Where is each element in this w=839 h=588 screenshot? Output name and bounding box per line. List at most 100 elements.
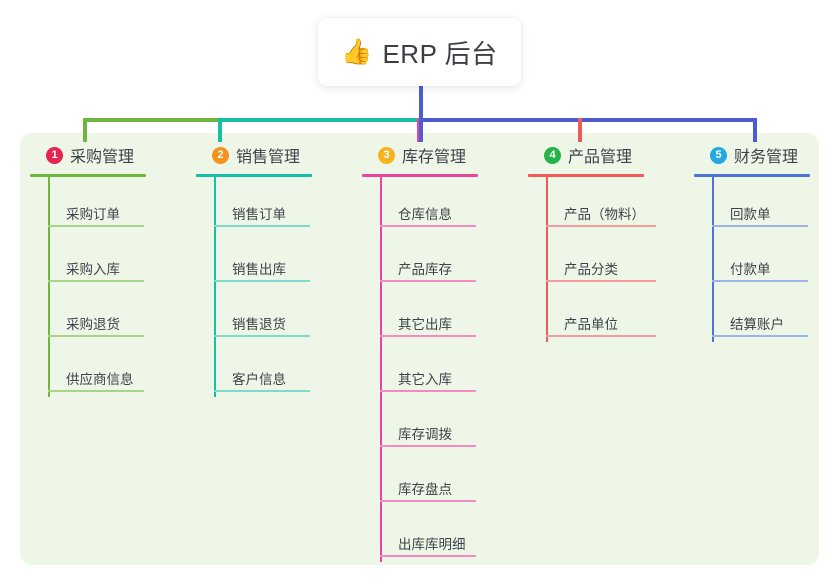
module-item-label: 供应商信息	[66, 372, 134, 387]
module-item-label: 付款单	[730, 262, 771, 277]
module-number-badge: 4	[544, 146, 561, 164]
module-item-label: 仓库信息	[398, 207, 452, 222]
module-header-underline	[528, 174, 644, 177]
module-item[interactable]: 库存盘点	[362, 452, 478, 507]
module-item-label: 其它入库	[398, 372, 452, 387]
module-title: 财务管理	[734, 149, 799, 166]
module-header-underline	[694, 174, 810, 177]
module-item-label: 其它出库	[398, 317, 452, 332]
module-item[interactable]: 销售退货	[196, 287, 312, 342]
module-item-underline	[712, 335, 808, 337]
module-item[interactable]: 供应商信息	[30, 342, 146, 397]
module-item[interactable]: 其它入库	[362, 342, 478, 397]
module-number-badge: 2	[212, 146, 229, 164]
module-header-5[interactable]: 5 财务管理	[694, 142, 810, 168]
page-title: ERP 后台	[382, 38, 498, 69]
module-item-label: 产品（物料）	[564, 207, 645, 222]
thumbs-up-icon: 👍	[341, 37, 373, 66]
diagram-title-card[interactable]: 👍 ERP 后台	[318, 18, 521, 86]
module-item-label: 采购订单	[66, 207, 120, 222]
module-column-5: 5 财务管理回款单付款单结算账户	[694, 142, 810, 342]
module-column-4: 4 产品管理产品（物料） 产品分类产品单位	[528, 142, 656, 342]
module-item-underline	[214, 280, 310, 282]
module-item-underline	[712, 225, 808, 227]
module-header-4[interactable]: 4 产品管理	[528, 142, 644, 168]
module-item-list: 产品（物料） 产品分类产品单位	[528, 177, 656, 342]
module-item[interactable]: 销售出库	[196, 232, 312, 287]
connector-drop-2	[218, 118, 222, 142]
module-item-underline	[48, 225, 144, 227]
connector-drop-1	[83, 118, 87, 142]
module-header-underline	[362, 174, 478, 177]
module-item[interactable]: 销售订单	[196, 177, 312, 232]
module-column-3: 3 库存管理仓库信息产品库存其它出库其它入库库存调拨库存盘点出库库明细	[362, 142, 478, 562]
diagram-panel	[20, 133, 819, 565]
module-item[interactable]: 采购入库	[30, 232, 146, 287]
trunk-connector	[419, 86, 423, 142]
module-number-badge: 1	[46, 146, 63, 164]
module-item-underline	[380, 500, 476, 502]
connector-hbar-1	[83, 118, 220, 122]
module-title: 产品管理	[568, 149, 633, 166]
module-item[interactable]: 回款单	[694, 177, 810, 232]
module-header-underline	[196, 174, 312, 177]
module-item-underline	[712, 280, 808, 282]
module-item-underline	[214, 390, 310, 392]
module-item[interactable]: 采购订单	[30, 177, 146, 232]
module-item[interactable]: 出库库明细	[362, 507, 478, 562]
module-item-label: 库存盘点	[398, 482, 452, 497]
module-spine-line	[48, 177, 50, 397]
module-item[interactable]: 采购退货	[30, 287, 146, 342]
module-item[interactable]: 产品单位	[528, 287, 656, 342]
connector-drop-5	[753, 118, 757, 142]
module-spine-line	[712, 177, 714, 342]
module-item[interactable]: 其它出库	[362, 287, 478, 342]
module-number-badge: 5	[710, 146, 727, 164]
module-item-underline	[48, 390, 144, 392]
module-title: 销售管理	[236, 149, 301, 166]
module-item-label: 客户信息	[232, 372, 286, 387]
module-item-label: 销售出库	[232, 262, 286, 277]
module-item-label: 采购退货	[66, 317, 120, 332]
module-item-underline	[214, 335, 310, 337]
module-item[interactable]: 产品分类	[528, 232, 656, 287]
module-header-2[interactable]: 2 销售管理	[196, 142, 312, 168]
module-item-underline	[48, 335, 144, 337]
module-item-underline	[380, 280, 476, 282]
module-item[interactable]: 仓库信息	[362, 177, 478, 232]
module-item-label: 结算账户	[730, 317, 784, 332]
connector-drop-4	[578, 118, 582, 142]
module-number-badge: 3	[378, 146, 395, 164]
module-item[interactable]: 付款单	[694, 232, 810, 287]
module-item-underline	[546, 335, 656, 337]
module-item-label: 产品库存	[398, 262, 452, 277]
module-column-2: 2 销售管理销售订单销售出库销售退货客户信息	[196, 142, 312, 397]
module-item[interactable]: 客户信息	[196, 342, 312, 397]
module-item-label: 出库库明细	[398, 537, 466, 552]
module-item-list: 销售订单销售出库销售退货客户信息	[196, 177, 312, 397]
module-item-underline	[214, 225, 310, 227]
module-item-underline	[380, 225, 476, 227]
module-item-underline	[546, 280, 656, 282]
module-item-underline	[48, 280, 144, 282]
module-item-underline	[380, 445, 476, 447]
module-item-list: 仓库信息产品库存其它出库其它入库库存调拨库存盘点出库库明细	[362, 177, 478, 562]
module-item-underline	[380, 335, 476, 337]
module-item-label: 回款单	[730, 207, 771, 222]
module-item[interactable]: 库存调拨	[362, 397, 478, 452]
module-item[interactable]: 产品（物料）	[528, 177, 656, 232]
connector-hbar-2	[220, 118, 419, 122]
module-header-underline	[30, 174, 146, 177]
module-spine-line	[546, 177, 548, 342]
module-item-underline	[380, 390, 476, 392]
module-title: 库存管理	[402, 149, 467, 166]
module-item[interactable]: 结算账户	[694, 287, 810, 342]
module-item-list: 回款单付款单结算账户	[694, 177, 810, 342]
module-header-3[interactable]: 3 库存管理	[362, 142, 478, 168]
module-item[interactable]: 产品库存	[362, 232, 478, 287]
module-item-label: 销售订单	[232, 207, 286, 222]
module-item-label: 产品单位	[564, 317, 618, 332]
